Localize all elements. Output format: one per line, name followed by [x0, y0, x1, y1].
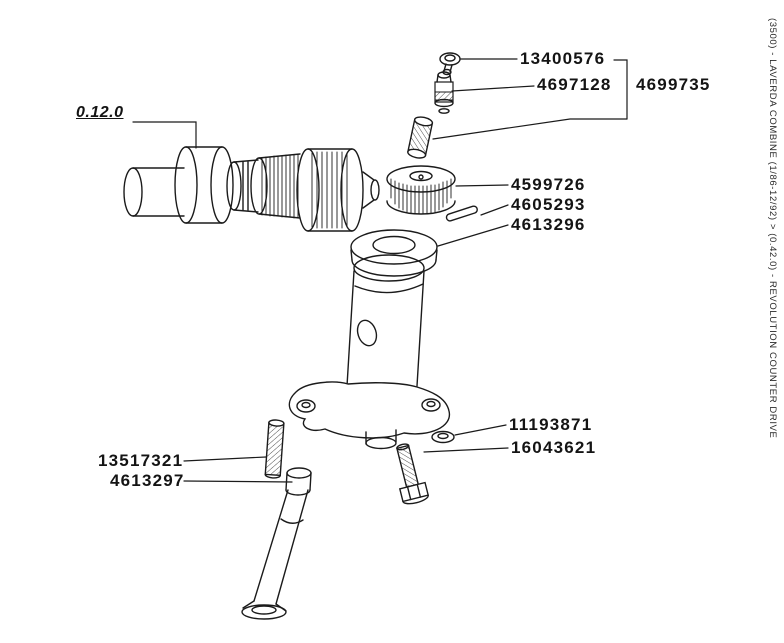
retaining-clip: [439, 52, 461, 76]
catalog-breadcrumb: (3500) - LAVERDA COMBINE (1/86-12/92) > …: [767, 18, 778, 439]
counter-drive-pinion: [434, 71, 454, 114]
hex-bolt: [396, 443, 430, 505]
leader-lines: [132, 58, 628, 483]
driven-gear: [386, 165, 456, 215]
part-label-4699735: 4699735: [636, 75, 711, 94]
lower-drive-shaft: [241, 467, 312, 620]
section-ref-label: 0.12.0: [76, 104, 124, 121]
input-shaft-assembly: [123, 146, 380, 232]
part-label-16043621: 16043621: [511, 438, 597, 457]
part-label-4613296: 4613296: [511, 215, 586, 234]
part-label-13400576: 13400576: [520, 49, 606, 68]
threaded-stud: [264, 419, 285, 479]
drive-coupler: [407, 116, 434, 159]
lock-washer: [431, 430, 455, 444]
part-label-11193871: 11193871: [509, 415, 593, 434]
part-label-13517321: 13517321: [98, 451, 184, 470]
part-label-4697128: 4697128: [537, 75, 612, 94]
part-label-4605293: 4605293: [511, 195, 586, 214]
part-label-4599726: 4599726: [511, 175, 586, 194]
part-label-4613297: 4613297: [110, 471, 185, 490]
bushing-ring: [350, 229, 438, 277]
drive-pin: [445, 205, 478, 222]
drive-housing: [288, 254, 451, 450]
